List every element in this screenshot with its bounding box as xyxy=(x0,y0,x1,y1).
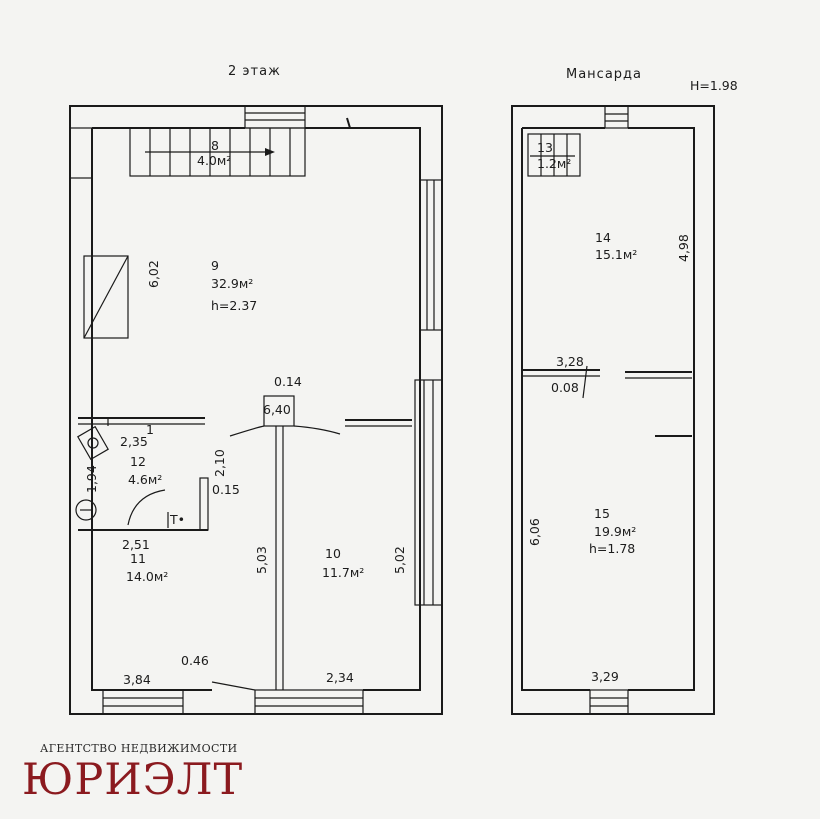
dim-6-06: 6,06 xyxy=(527,518,542,546)
dim-0-08: 0.08 xyxy=(551,380,579,395)
room-8-number: 8 xyxy=(211,138,219,153)
room-12-area: 4.6м² xyxy=(128,472,162,487)
room-15-area: 19.9м² xyxy=(594,524,636,539)
dim-2-34: 2,34 xyxy=(326,670,354,685)
dim-4-98: 4,98 xyxy=(676,234,691,262)
dim-0-46: 0.46 xyxy=(181,653,209,668)
dim-6-40: 6,40 xyxy=(263,402,291,417)
dim-2-51: 2,51 xyxy=(122,537,150,552)
room-9-area: 32.9м² xyxy=(211,276,253,291)
room-9-height: h=2.37 xyxy=(211,298,257,313)
watermark-agency-text: АГЕНТСТВО НЕДВИЖИМОСТИ xyxy=(40,742,238,755)
dim-2-10: 2,10 xyxy=(212,449,227,477)
dim-1-94: 1,94 xyxy=(84,465,99,493)
mark-t: T• xyxy=(169,512,185,527)
dim-2-35: 2,35 xyxy=(120,434,148,449)
room-15-number: 15 xyxy=(594,506,610,521)
dim-5-03: 5,03 xyxy=(254,546,269,574)
room-9-number: 9 xyxy=(211,258,219,273)
dim-3-84: 3,84 xyxy=(123,672,151,687)
attic-title: Мансарда xyxy=(566,67,642,82)
watermark-brand-logo: ЮРИЭЛТ xyxy=(22,755,244,805)
floor2-walls xyxy=(69,105,443,715)
room-14-area: 15.1м² xyxy=(595,247,637,262)
dim-6-02: 6,02 xyxy=(146,260,161,288)
dim-0-14: 0.14 xyxy=(274,374,302,389)
attic-walls xyxy=(511,105,715,715)
dim-0-15: 0.15 xyxy=(212,482,240,497)
room-11-area: 14.0м² xyxy=(126,569,168,584)
mark-1: 1 xyxy=(146,422,154,437)
dim-5-02: 5,02 xyxy=(392,546,407,574)
dim-3-28: 3,28 xyxy=(556,354,584,369)
room-8-area: 4.0м² xyxy=(197,153,231,168)
room-12-number: 12 xyxy=(130,454,146,469)
floor2-title: 2 этаж xyxy=(228,64,281,79)
room-15-height: h=1.78 xyxy=(589,541,635,556)
room-14-number: 14 xyxy=(595,230,611,245)
room-10-number: 10 xyxy=(325,546,341,561)
room-10-area: 11.7м² xyxy=(322,565,364,580)
dim-3-29: 3,29 xyxy=(591,669,619,684)
attic-height-note: H=1.98 xyxy=(690,78,738,93)
room-11-number: 11 xyxy=(130,551,146,566)
room-13-area: 1.2м² xyxy=(537,156,571,171)
room-13-number: 13 xyxy=(537,140,553,155)
